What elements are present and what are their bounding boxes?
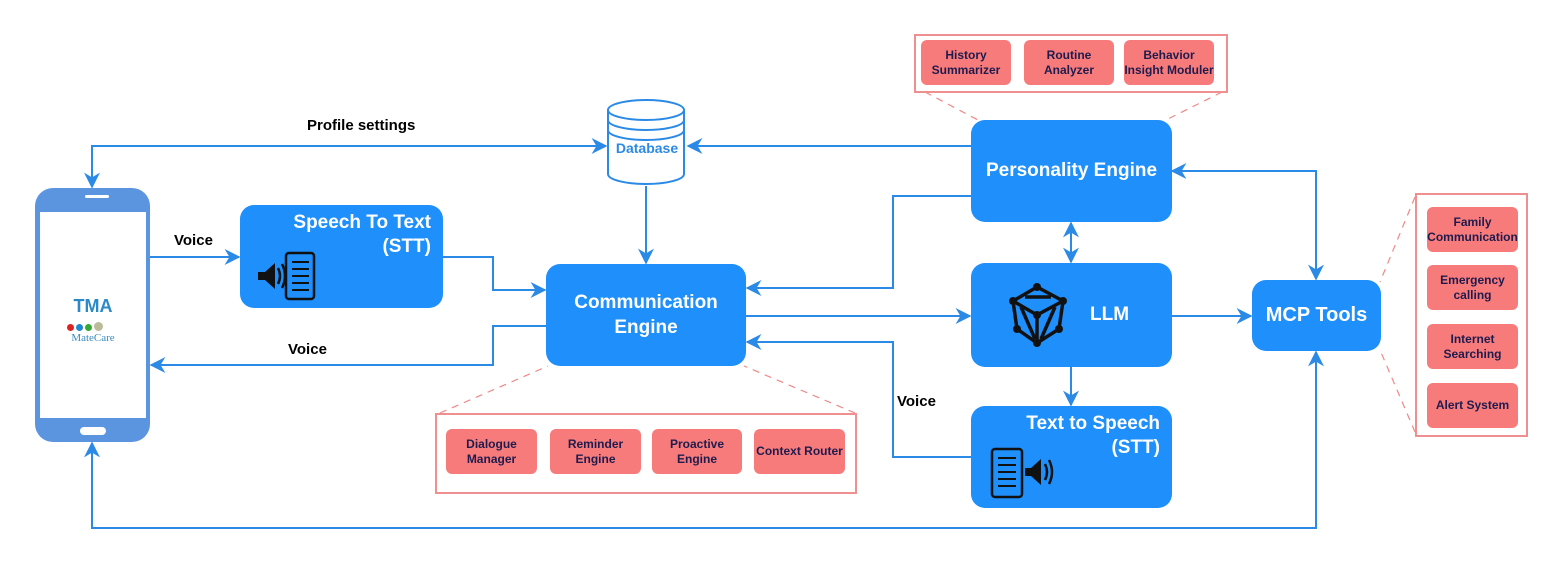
module-behavior-insight: Behavior Insight Moduler: [1124, 40, 1214, 85]
communication-engine-box: Communication Engine: [546, 264, 746, 366]
tool-emergency-calling: Emergency calling: [1427, 265, 1518, 310]
speech-to-text-box: Speech To Text (STT): [240, 205, 443, 308]
module-reminder-engine: Reminder Engine: [550, 429, 641, 474]
stt-subtitle: (STT): [382, 236, 431, 257]
app-name: MateCare: [71, 332, 115, 344]
mcp-tools-label: MCP Tools: [1265, 304, 1368, 326]
tool-internet-searching: Internet Searching: [1427, 324, 1518, 369]
text-to-speech-box: Text to Speech (STT): [971, 406, 1172, 508]
neural-network-icon: [1009, 283, 1067, 347]
communication-engine-label: Communication Engine: [574, 292, 718, 338]
profile-settings-label: Profile settings: [307, 117, 416, 134]
llm-box: LLM: [971, 263, 1172, 367]
stt-to-comm: [443, 256, 547, 298]
database-label: Database: [615, 140, 679, 156]
speech-to-text-icon: [258, 251, 316, 301]
module-history-summarizer: History Summarizer: [921, 40, 1011, 85]
stt-title: Speech To Text: [293, 212, 431, 233]
profile-settings-line: [84, 138, 608, 189]
module-routine-analyzer: Routine Analyzer: [1024, 40, 1114, 85]
personality-mcp: [1170, 163, 1324, 281]
voice-label: Voice: [897, 393, 936, 410]
personality-engine-box: Personality Engine: [971, 120, 1172, 222]
module-dialogue-manager: Dialogue Manager: [446, 429, 537, 474]
mcp-tools-box: MCP Tools: [1252, 280, 1381, 351]
tts-title: Text to Speech: [1026, 413, 1160, 434]
home-button: [80, 427, 106, 435]
module-context-router: Context Router: [754, 429, 845, 474]
phone-screen: TMA MateCare: [40, 212, 146, 418]
comm-to-phone: [149, 325, 546, 373]
personality-to-comm: [745, 195, 971, 296]
database-icon: [607, 99, 685, 185]
tool-alert-system: Alert System: [1427, 383, 1518, 428]
voice-label: Voice: [174, 232, 213, 249]
tts-subtitle: (STT): [1111, 437, 1160, 458]
tma-logo: TMA: [73, 296, 113, 316]
voice-label: Voice: [288, 341, 327, 358]
mcp-to-phone: [84, 350, 1324, 529]
tool-family-communication: Family Communication: [1427, 207, 1518, 252]
llm-label: LLM: [1090, 304, 1130, 325]
text-to-speech-icon: [990, 447, 1054, 499]
phone: TMA MateCare: [35, 188, 150, 442]
module-proactive-engine: Proactive Engine: [652, 429, 742, 474]
personality-engine-label: Personality Engine: [985, 160, 1158, 181]
logo-dots: [67, 318, 103, 336]
